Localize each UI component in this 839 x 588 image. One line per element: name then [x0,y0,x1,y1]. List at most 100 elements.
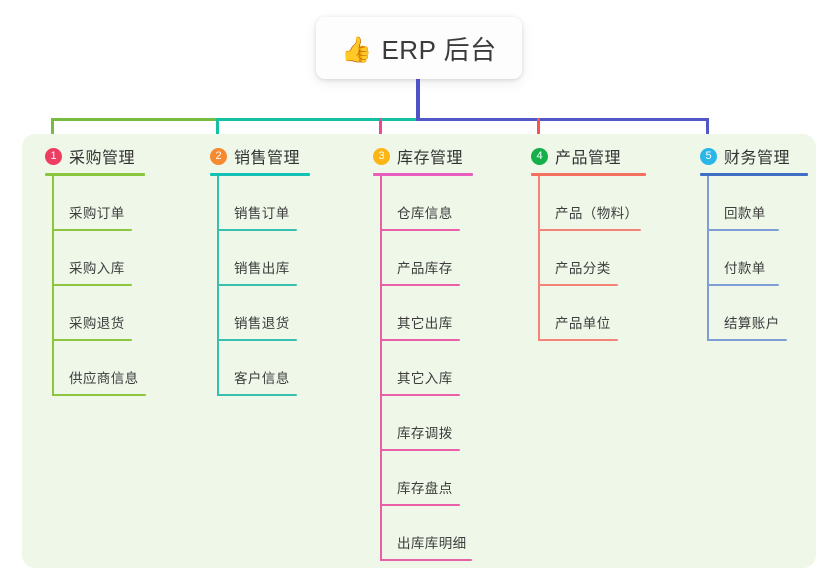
branch-item-underline [52,284,132,286]
branch-item-label: 库存盘点 [397,481,453,496]
branch-item-underline [380,559,472,561]
branch-item[interactable]: 销售出库 [210,231,310,286]
branch-item-label: 其它出库 [397,316,453,331]
branch-drop-3 [379,118,382,142]
branch-header-4[interactable]: 4 产品管理 [531,145,646,167]
branch-item-label: 仓库信息 [397,206,453,221]
thumbs-up-icon: 👍 [341,34,373,64]
branch-item[interactable]: 采购退货 [45,286,145,341]
branch-title: 库存管理 [397,150,464,167]
bus-segment-2 [217,118,418,121]
branch-item[interactable]: 采购入库 [45,231,145,286]
branch-item[interactable]: 付款单 [700,231,808,286]
branch-underline [531,173,646,176]
branch-spine [52,176,54,396]
branch-title: 产品管理 [555,150,622,167]
bus-segment-3 [416,118,709,121]
branch-column-4: 4 产品管理产品（物料） 产品分类产品单位 [531,145,646,341]
branch-item[interactable]: 回款单 [700,176,808,231]
branch-item[interactable]: 产品（物料） [531,176,646,231]
branch-spine [538,176,540,341]
branch-underline [700,173,808,176]
branch-item-label: 产品分类 [555,261,611,276]
branch-item[interactable]: 库存盘点 [373,451,473,506]
branch-item-list: 销售订单销售出库销售退货客户信息 [210,176,310,396]
branch-underline [210,173,310,176]
branch-number-badge: 2 [210,147,227,165]
branch-item-underline [538,284,618,286]
branch-item[interactable]: 供应商信息 [45,341,146,396]
branch-item-label: 产品单位 [555,316,611,331]
branch-item-label: 产品库存 [397,261,453,276]
branch-item-label: 其它入库 [397,371,453,386]
branch-item-label: 库存调拨 [397,426,453,441]
branch-item-underline [52,229,132,231]
branch-spine [217,176,219,396]
branch-spine [707,176,709,341]
branch-spine [380,176,382,561]
branch-item[interactable]: 产品分类 [531,231,646,286]
bus-segment-1 [52,118,217,121]
branch-underline [45,173,145,176]
branch-item-label: 采购退货 [69,316,125,331]
branch-title: 财务管理 [724,150,791,167]
branch-item[interactable]: 其它出库 [373,286,473,341]
branch-underline [373,173,473,176]
branch-item-label: 供应商信息 [69,371,139,386]
branch-item-underline [217,229,297,231]
branch-column-2: 2 销售管理销售订单销售出库销售退货客户信息 [210,145,310,396]
branch-item[interactable]: 产品库存 [373,231,473,286]
branch-column-1: 1 采购管理采购订单采购入库采购退货供应商信息 [45,145,146,396]
branch-item[interactable]: 仓库信息 [373,176,473,231]
branch-number-badge: 3 [373,147,390,165]
branch-drop-2 [216,118,219,142]
branch-header-1[interactable]: 1 采购管理 [45,145,145,167]
branch-number-badge: 4 [531,147,548,165]
branch-item-label: 销售订单 [234,206,290,221]
branch-item[interactable]: 产品单位 [531,286,646,341]
branch-header-5[interactable]: 5 财务管理 [700,145,808,167]
branch-item-list: 采购订单采购入库采购退货供应商信息 [45,176,146,396]
branch-title: 销售管理 [234,150,301,167]
root-stem-line [416,79,420,121]
branch-drop-1 [51,118,54,142]
branch-item-list: 回款单付款单结算账户 [700,176,808,341]
branch-item-list: 产品（物料） 产品分类产品单位 [531,176,646,341]
branch-header-3[interactable]: 3 库存管理 [373,145,473,167]
branch-item-label: 销售出库 [234,261,290,276]
branch-item-label: 出库库明细 [397,536,467,551]
branch-item-label: 付款单 [724,261,766,276]
branch-number-badge: 1 [45,147,62,165]
root-node-content: 👍 ERP 后台 [341,30,496,67]
branch-item-underline [538,339,618,341]
branch-item[interactable]: 客户信息 [210,341,310,396]
branch-item-label: 客户信息 [234,371,290,386]
branch-item[interactable]: 库存调拨 [373,396,473,451]
branch-item[interactable]: 其它入库 [373,341,473,396]
branch-item-underline [707,229,779,231]
branch-item-underline [380,229,460,231]
branch-item[interactable]: 销售订单 [210,176,310,231]
branch-drop-5 [706,118,709,142]
branch-item-underline [380,339,460,341]
branch-item-underline [380,284,460,286]
branch-title: 采购管理 [69,150,136,167]
branch-drop-4 [537,118,540,142]
branch-item[interactable]: 采购订单 [45,176,145,231]
branch-number-badge: 5 [700,147,717,165]
branch-item[interactable]: 出库库明细 [373,506,473,561]
root-node-title: ERP 后台 [381,34,497,65]
branch-item[interactable]: 结算账户 [700,286,808,341]
branch-item-label: 采购入库 [69,261,125,276]
branch-item-underline [217,394,297,396]
branch-item-underline [380,504,460,506]
branch-item-list: 仓库信息产品库存其它出库其它入库库存调拨库存盘点出库库明细 [373,176,473,561]
branch-item-underline [538,229,641,231]
branch-item-label: 回款单 [724,206,766,221]
root-node-card[interactable]: 👍 ERP 后台 [316,17,522,79]
branch-item[interactable]: 销售退货 [210,286,310,341]
branch-header-2[interactable]: 2 销售管理 [210,145,310,167]
branch-item-underline [217,339,297,341]
branch-item-underline [52,339,132,341]
